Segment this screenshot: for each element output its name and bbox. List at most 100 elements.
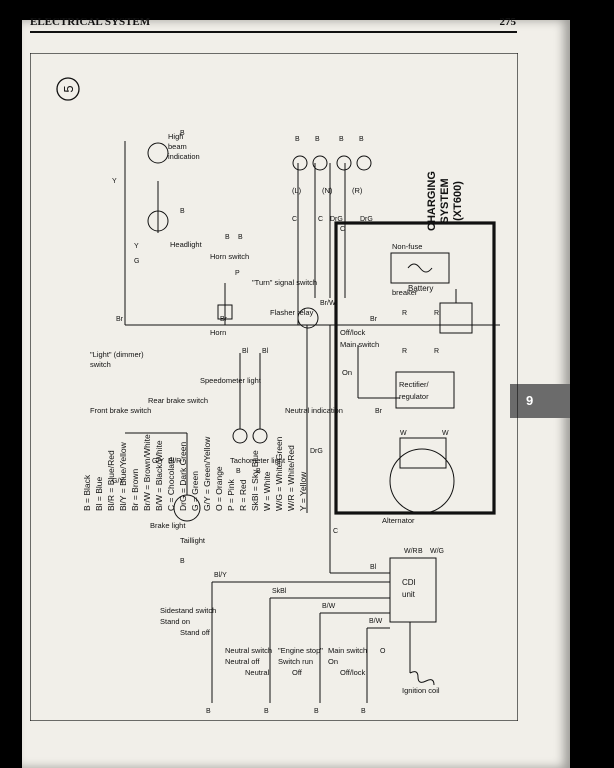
wire-wg: W/G [430,548,444,555]
header-rule [30,31,517,33]
page-number: 275 [499,16,517,28]
legend-4: Br = Brown [130,468,140,511]
label-rectifier-2: regulator [399,392,429,401]
legend-17: W/R = White/Red [286,445,296,511]
wire-gy2: G/Y [152,458,164,465]
label-horn: Horn [210,328,226,337]
page-header: ELECTRICAL SYSTEM 275 [30,16,516,30]
wire-skbl: SkBl [272,588,287,595]
wire-br3: Br [370,316,378,323]
wire-codes: Y Y G B B Br Br Br Br/W P B B G/Y G/Y Bl… [112,130,449,715]
wire-b-ms: B [361,708,366,715]
rotated-drawing: 5 CHARGING SYSTEM (XT600) B = Black Bl =… [56,77,464,511]
label-turn-switch: "Turn" signal switch [252,278,317,287]
wire-brw: Br/W [320,300,336,307]
wire-bly: Bl/Y [214,572,227,579]
wire-p: P [235,270,240,277]
legend-6: B/W = Black/White [154,440,164,511]
label-main-switch-on: On [342,368,352,377]
color-legend: B = Black Bl = Blue Bl/R = Blue/Red Bl/Y… [82,434,308,511]
label-main-switch-1: Off/lock [340,328,366,337]
wire-b-horn2: B [238,234,243,241]
figure-title-1: CHARGING [426,171,438,231]
legend-8: DrG = Dark Green [178,442,188,511]
legend-16: W/G = White/Green [274,436,284,511]
diagram-frame [29,52,519,722]
legend-9: G = Green [190,471,200,511]
component-labels: Battery Non-fuse breaker Rectifier/ regu… [90,132,440,695]
label-engine-stop-3: Off [292,668,303,677]
wire-gy: G/Y [112,478,124,485]
wire-y1: Y [112,178,117,185]
wire-c2: C [318,216,323,223]
wire-drg2: DrG [360,216,373,223]
wire-bl-cdi: Bl [370,564,377,571]
label-speedo: Speedometer light [200,376,262,385]
legend-15: W = White [262,471,272,511]
wire-g1: G [134,258,139,265]
wire-b-horn: B [225,234,230,241]
label-main-sw2-2: On [328,657,338,666]
label-engine-stop-1: "Engine stop" [278,646,323,655]
wire-r2: R [402,348,407,355]
wire-b-es: B [314,708,319,715]
legend-5: Br/W = Brown/White [142,434,152,511]
label-brake-light: Brake light [150,521,186,530]
figure-number: 5 [61,85,76,92]
label-headlight: Headlight [170,240,203,249]
wire-drg: DrG [310,448,323,455]
wire-bw2: B/W [369,618,383,625]
label-nonfuse-2: breaker [392,288,418,297]
label-nonfuse-1: Non-fuse [392,242,422,251]
wire-b-tach: B [256,468,261,475]
wire-b-hb: B [180,130,185,137]
figure-title-2: SYSTEM [439,178,451,223]
wire-b-t1: B [295,136,300,143]
legend-12: P = Pink [226,479,236,511]
label-tacho: Tachometer light [230,456,286,465]
chapter-tab: 9 [510,384,570,418]
wire-r4: R [434,348,439,355]
label-light-switch-2: switch [90,360,111,369]
wire-br2: Br [220,316,228,323]
wire-bl2: Bl [262,348,269,355]
label-battery: Battery [408,284,433,293]
wiring-diagram: 5 CHARGING SYSTEM (XT600) B = Black Bl =… [29,52,519,722]
wire-b-cdi: B [418,548,423,555]
legend-11: O = Orange [214,466,224,511]
wire-b-ns: B [264,708,269,715]
label-high-beam-2: beam [168,142,187,151]
legend-18: Y = Yellow [298,471,308,511]
wire-bw: B/W [322,603,336,610]
chapter-tab-label: 9 [526,393,534,408]
label-front-brake: Front brake switch [90,406,151,415]
wire-b-t3: B [339,136,344,143]
wire-b-t4: B [359,136,364,143]
label-main-switch-2: Main switch [340,340,379,349]
wire-b-speed: B [236,468,241,475]
legend-10: G/Y = Green/Yellow [202,436,212,511]
wire-o: O [380,648,386,655]
legend-13: R = Red [238,479,248,511]
wire-w2: W [442,430,449,437]
wiring-lines [124,141,500,703]
label-neutral-sw-3: Neutral [245,668,270,677]
diagram-canvas: 5 CHARGING SYSTEM (XT600) B = Black Bl =… [29,52,519,722]
label-rectifier-1: Rectifier/ [399,380,430,389]
legend-1: Bl = Blue [94,476,104,511]
label-turn-L: (L) [292,186,302,195]
wire-c1: C [292,216,297,223]
legend-2: Bl/R = Blue/Red [106,450,116,511]
figure-number-circle [56,77,80,101]
label-cdi-1: CDI [402,578,416,587]
label-neutral-ind: Neutral indication [285,406,343,415]
manual-page [22,20,570,768]
label-high-beam-1: High [168,132,183,141]
wire-b-hl: B [180,208,185,215]
label-turn-R: (R) [352,186,363,195]
label-flasher-relay: Flasher relay [270,308,314,317]
figure-title-3: (XT600) [452,181,464,221]
wire-b-ss: B [206,708,211,715]
label-engine-stop-2: Switch run [278,657,313,666]
wire-wr: W/R [404,548,418,555]
